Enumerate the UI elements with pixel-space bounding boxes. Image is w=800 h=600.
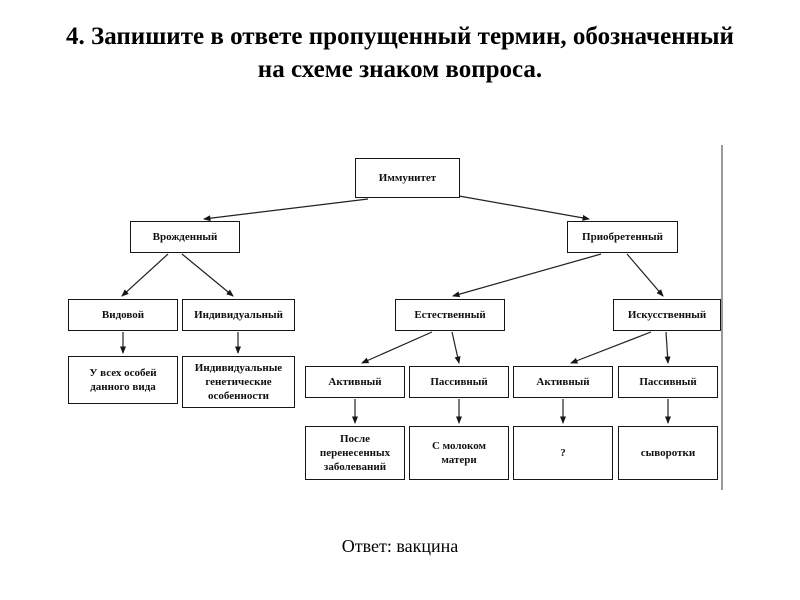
node-vidovoy: Видовой (68, 299, 178, 331)
node-u-vseh-osobey: У всех особей данного вида (68, 356, 178, 404)
node-passivny-est: Пассивный (409, 366, 509, 398)
node-estestvenny: Естественный (395, 299, 505, 331)
question-title-line2: на схеме знаком вопроса. (257, 56, 543, 83)
arrow-iskusstvenny-aktivny (570, 331, 652, 364)
node-s-molokom: С молоком матери (409, 426, 509, 480)
arrow-priobretenny-estestvenny (452, 253, 602, 298)
arrow-estestvenny-passivny (451, 331, 461, 364)
node-aktivny-est: Активный (305, 366, 405, 398)
question-title: 4. Запишите в ответе пропущенный термин,… (0, 20, 800, 86)
question-title-line1: 4. Запишите в ответе пропущенный термин,… (66, 23, 734, 50)
node-vrozhdenny: Врожденный (130, 221, 240, 253)
node-indiv-genetich: Индивидуальные генетические особенности (182, 356, 295, 408)
scan-right-border (721, 145, 723, 490)
arrow-immunitet-priobretenny (458, 195, 590, 221)
arrow-vrozhdenny-vidovoy (121, 253, 169, 297)
node-immunitet: Иммунитет (355, 158, 460, 198)
arrow-iskusstvenny-passivny (664, 331, 671, 364)
node-syvorotki: сыворотки (618, 426, 718, 480)
arrow-priobretenny-iskusstvenny (626, 253, 664, 297)
node-aktivny-isk: Активный (513, 366, 613, 398)
arrow-immunitet-vrozhdenny (203, 198, 369, 222)
node-individualny: Индивидуальный (182, 299, 295, 331)
node-question-mark: ? (513, 426, 613, 480)
node-priobretenny: Приобретенный (567, 221, 678, 253)
node-posle-zabol: После перенесенных заболеваний (305, 426, 405, 480)
arrow-vrozhdenny-individualny (181, 253, 234, 297)
node-passivny-isk: Пассивный (618, 366, 718, 398)
answer-text: Ответ: вакцина (341, 536, 459, 556)
arrow-estestvenny-aktivny (361, 331, 433, 364)
node-iskusstvenny: Искусственный (613, 299, 721, 331)
